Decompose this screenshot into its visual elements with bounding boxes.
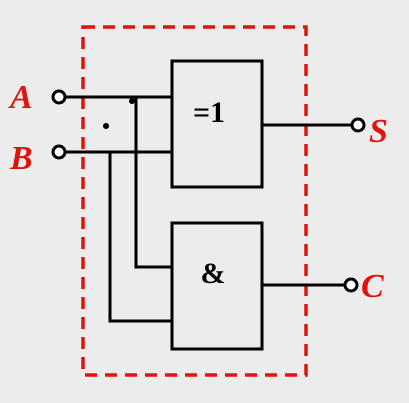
output-s-terminal bbox=[350, 117, 366, 133]
input-a-terminal bbox=[51, 89, 67, 105]
module-boundary bbox=[81, 25, 308, 377]
and-gate-symbol: & bbox=[201, 257, 226, 290]
input-b-label: B bbox=[9, 140, 33, 177]
junction-dot-a bbox=[129, 98, 135, 104]
input-b-terminal bbox=[51, 144, 67, 160]
xor-gate-symbol: =1 bbox=[193, 96, 225, 129]
wire-b-to-and bbox=[108, 150, 174, 323]
junction-dot-b bbox=[103, 123, 109, 129]
output-s-label: S bbox=[369, 113, 388, 150]
output-c-terminal bbox=[343, 277, 359, 293]
output-c-label: C bbox=[361, 268, 384, 305]
input-a-label: A bbox=[8, 79, 33, 116]
wire-a-to-and bbox=[134, 95, 174, 269]
